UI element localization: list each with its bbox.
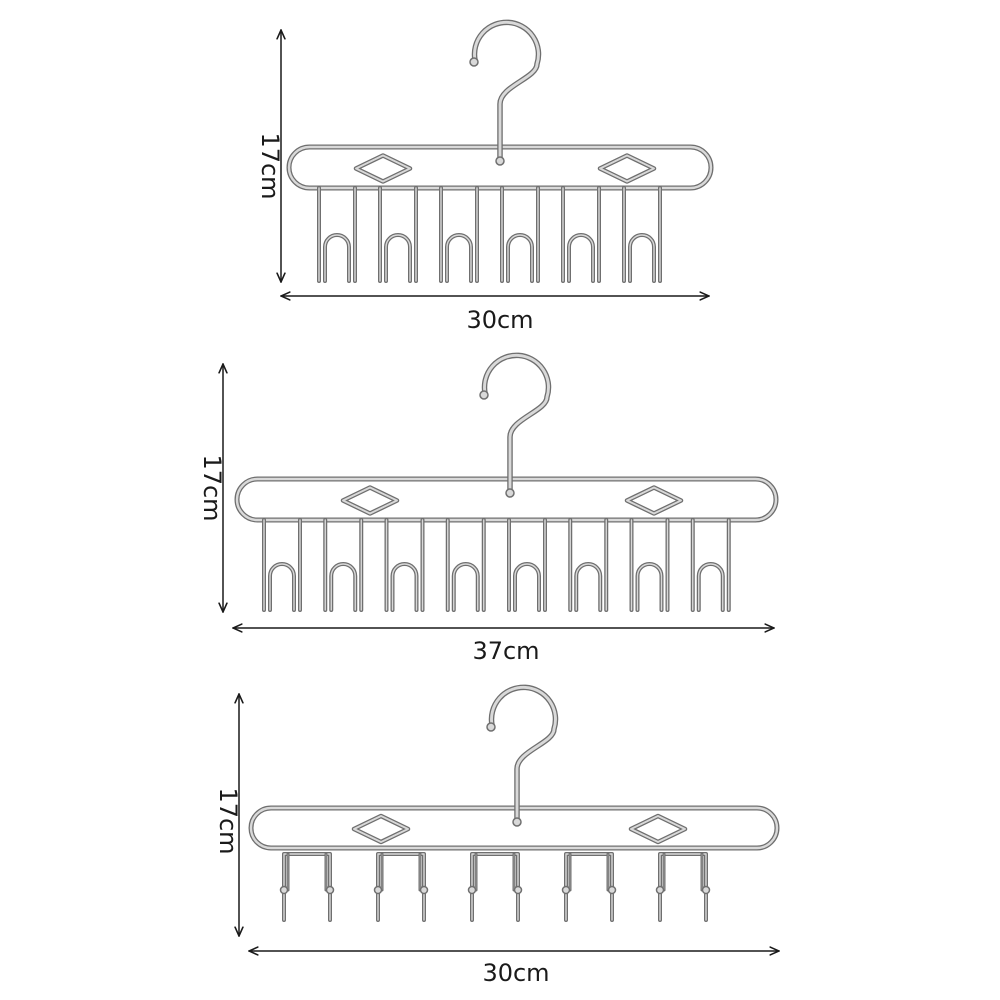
u-hook xyxy=(390,562,419,612)
u-hook xyxy=(384,233,412,283)
hook-frame-highlight xyxy=(565,853,613,921)
height-label-3: 17cm xyxy=(214,787,242,854)
hook-joint xyxy=(495,156,505,166)
hanger-bar-highlight xyxy=(235,477,778,522)
top-hook xyxy=(488,684,559,821)
hook-joint xyxy=(512,817,522,827)
u-hook xyxy=(268,562,296,612)
u-hook-highlight xyxy=(629,234,655,282)
top-hook xyxy=(481,352,552,492)
hanger-drawing-3 xyxy=(248,684,780,922)
hook-frame-highlight xyxy=(377,853,425,921)
u-hook-highlight xyxy=(507,234,533,282)
u-hook xyxy=(567,233,595,283)
hook-rivet xyxy=(607,885,617,895)
hanger-drawing-2 xyxy=(234,352,779,612)
hook-frame-highlight xyxy=(283,853,331,921)
u-hook xyxy=(513,562,541,612)
hook-rivet xyxy=(325,885,335,895)
diamond-ornament-1 xyxy=(351,813,411,845)
diamond-ornament-2 xyxy=(624,485,684,516)
u-hook-highlight xyxy=(391,563,418,611)
hook-tip xyxy=(469,57,479,67)
width-label-1: 30cm xyxy=(466,306,533,334)
u-hook-highlight xyxy=(636,563,663,611)
diamond-ornament-2-highlight xyxy=(626,486,682,515)
diamond-ornament-1-highlight xyxy=(342,486,398,515)
hanger-2: 17cm 37cm xyxy=(198,352,779,665)
hook-rivet xyxy=(419,885,429,895)
hook-frame xyxy=(282,852,332,922)
u-hook-highlight xyxy=(269,563,295,611)
u-hook-highlight xyxy=(453,563,479,611)
hook-frame xyxy=(564,852,614,922)
hanger-1: 17cm 30cm xyxy=(256,19,714,334)
diamond-ornament-2 xyxy=(628,813,688,845)
height-label-1: 17cm xyxy=(256,132,284,199)
diamond-ornament-2 xyxy=(597,153,657,184)
hook-frame xyxy=(376,852,426,922)
hanger-bar xyxy=(234,476,779,523)
u-hook-highlight xyxy=(568,234,594,282)
diamond-ornament-1-highlight xyxy=(355,154,411,183)
hook-frame-highlight xyxy=(659,853,707,921)
hanger-bar-highlight xyxy=(287,145,713,190)
top-hook-highlight xyxy=(490,685,557,820)
u-hook xyxy=(506,233,534,283)
u-hook-highlight xyxy=(330,563,356,611)
hook-rivet xyxy=(701,885,711,895)
hanger-bar-highlight xyxy=(249,806,779,850)
u-hook-highlight xyxy=(575,563,601,611)
u-hook xyxy=(628,233,656,283)
diamond-ornament-2-highlight xyxy=(630,815,686,843)
hook-tip xyxy=(479,390,489,400)
diamond-ornament-1 xyxy=(353,153,413,184)
hook-joint xyxy=(505,488,515,498)
u-hook-highlight xyxy=(446,234,472,282)
u-hook xyxy=(445,233,473,283)
top-hook-highlight xyxy=(473,20,540,159)
hook-rivet xyxy=(655,885,665,895)
hook-rivet xyxy=(513,885,523,895)
top-hook-highlight xyxy=(483,353,550,491)
u-hook xyxy=(696,562,725,612)
hook-rivet xyxy=(467,885,477,895)
height-label-2: 17cm xyxy=(198,454,226,521)
width-label-3: 30cm xyxy=(482,959,549,987)
hook-rivet xyxy=(279,885,289,895)
hook-frame xyxy=(470,852,520,922)
hanger-drawing-1 xyxy=(286,19,714,283)
u-hook xyxy=(574,562,603,612)
diamond-ornament-1-highlight xyxy=(353,815,409,843)
u-hook-highlight xyxy=(324,234,350,282)
hook-rivet xyxy=(373,885,383,895)
u-hook xyxy=(329,562,358,612)
hook-rivet xyxy=(561,885,571,895)
u-hook xyxy=(323,233,351,283)
diamond-ornament-1 xyxy=(340,485,400,516)
u-hook xyxy=(451,562,480,612)
hook-frame-highlight xyxy=(471,853,519,921)
u-hook-highlight xyxy=(514,563,540,611)
u-hook xyxy=(635,562,664,612)
width-label-2: 37cm xyxy=(472,637,539,665)
u-hook-highlight xyxy=(698,563,724,611)
u-hook-highlight xyxy=(385,234,411,282)
hook-frame xyxy=(658,852,708,922)
diamond-ornament-2-highlight xyxy=(599,154,655,183)
hanger-3: 17cm 30cm xyxy=(214,684,780,987)
hanger-bar xyxy=(248,805,780,851)
hook-tip xyxy=(486,722,496,732)
